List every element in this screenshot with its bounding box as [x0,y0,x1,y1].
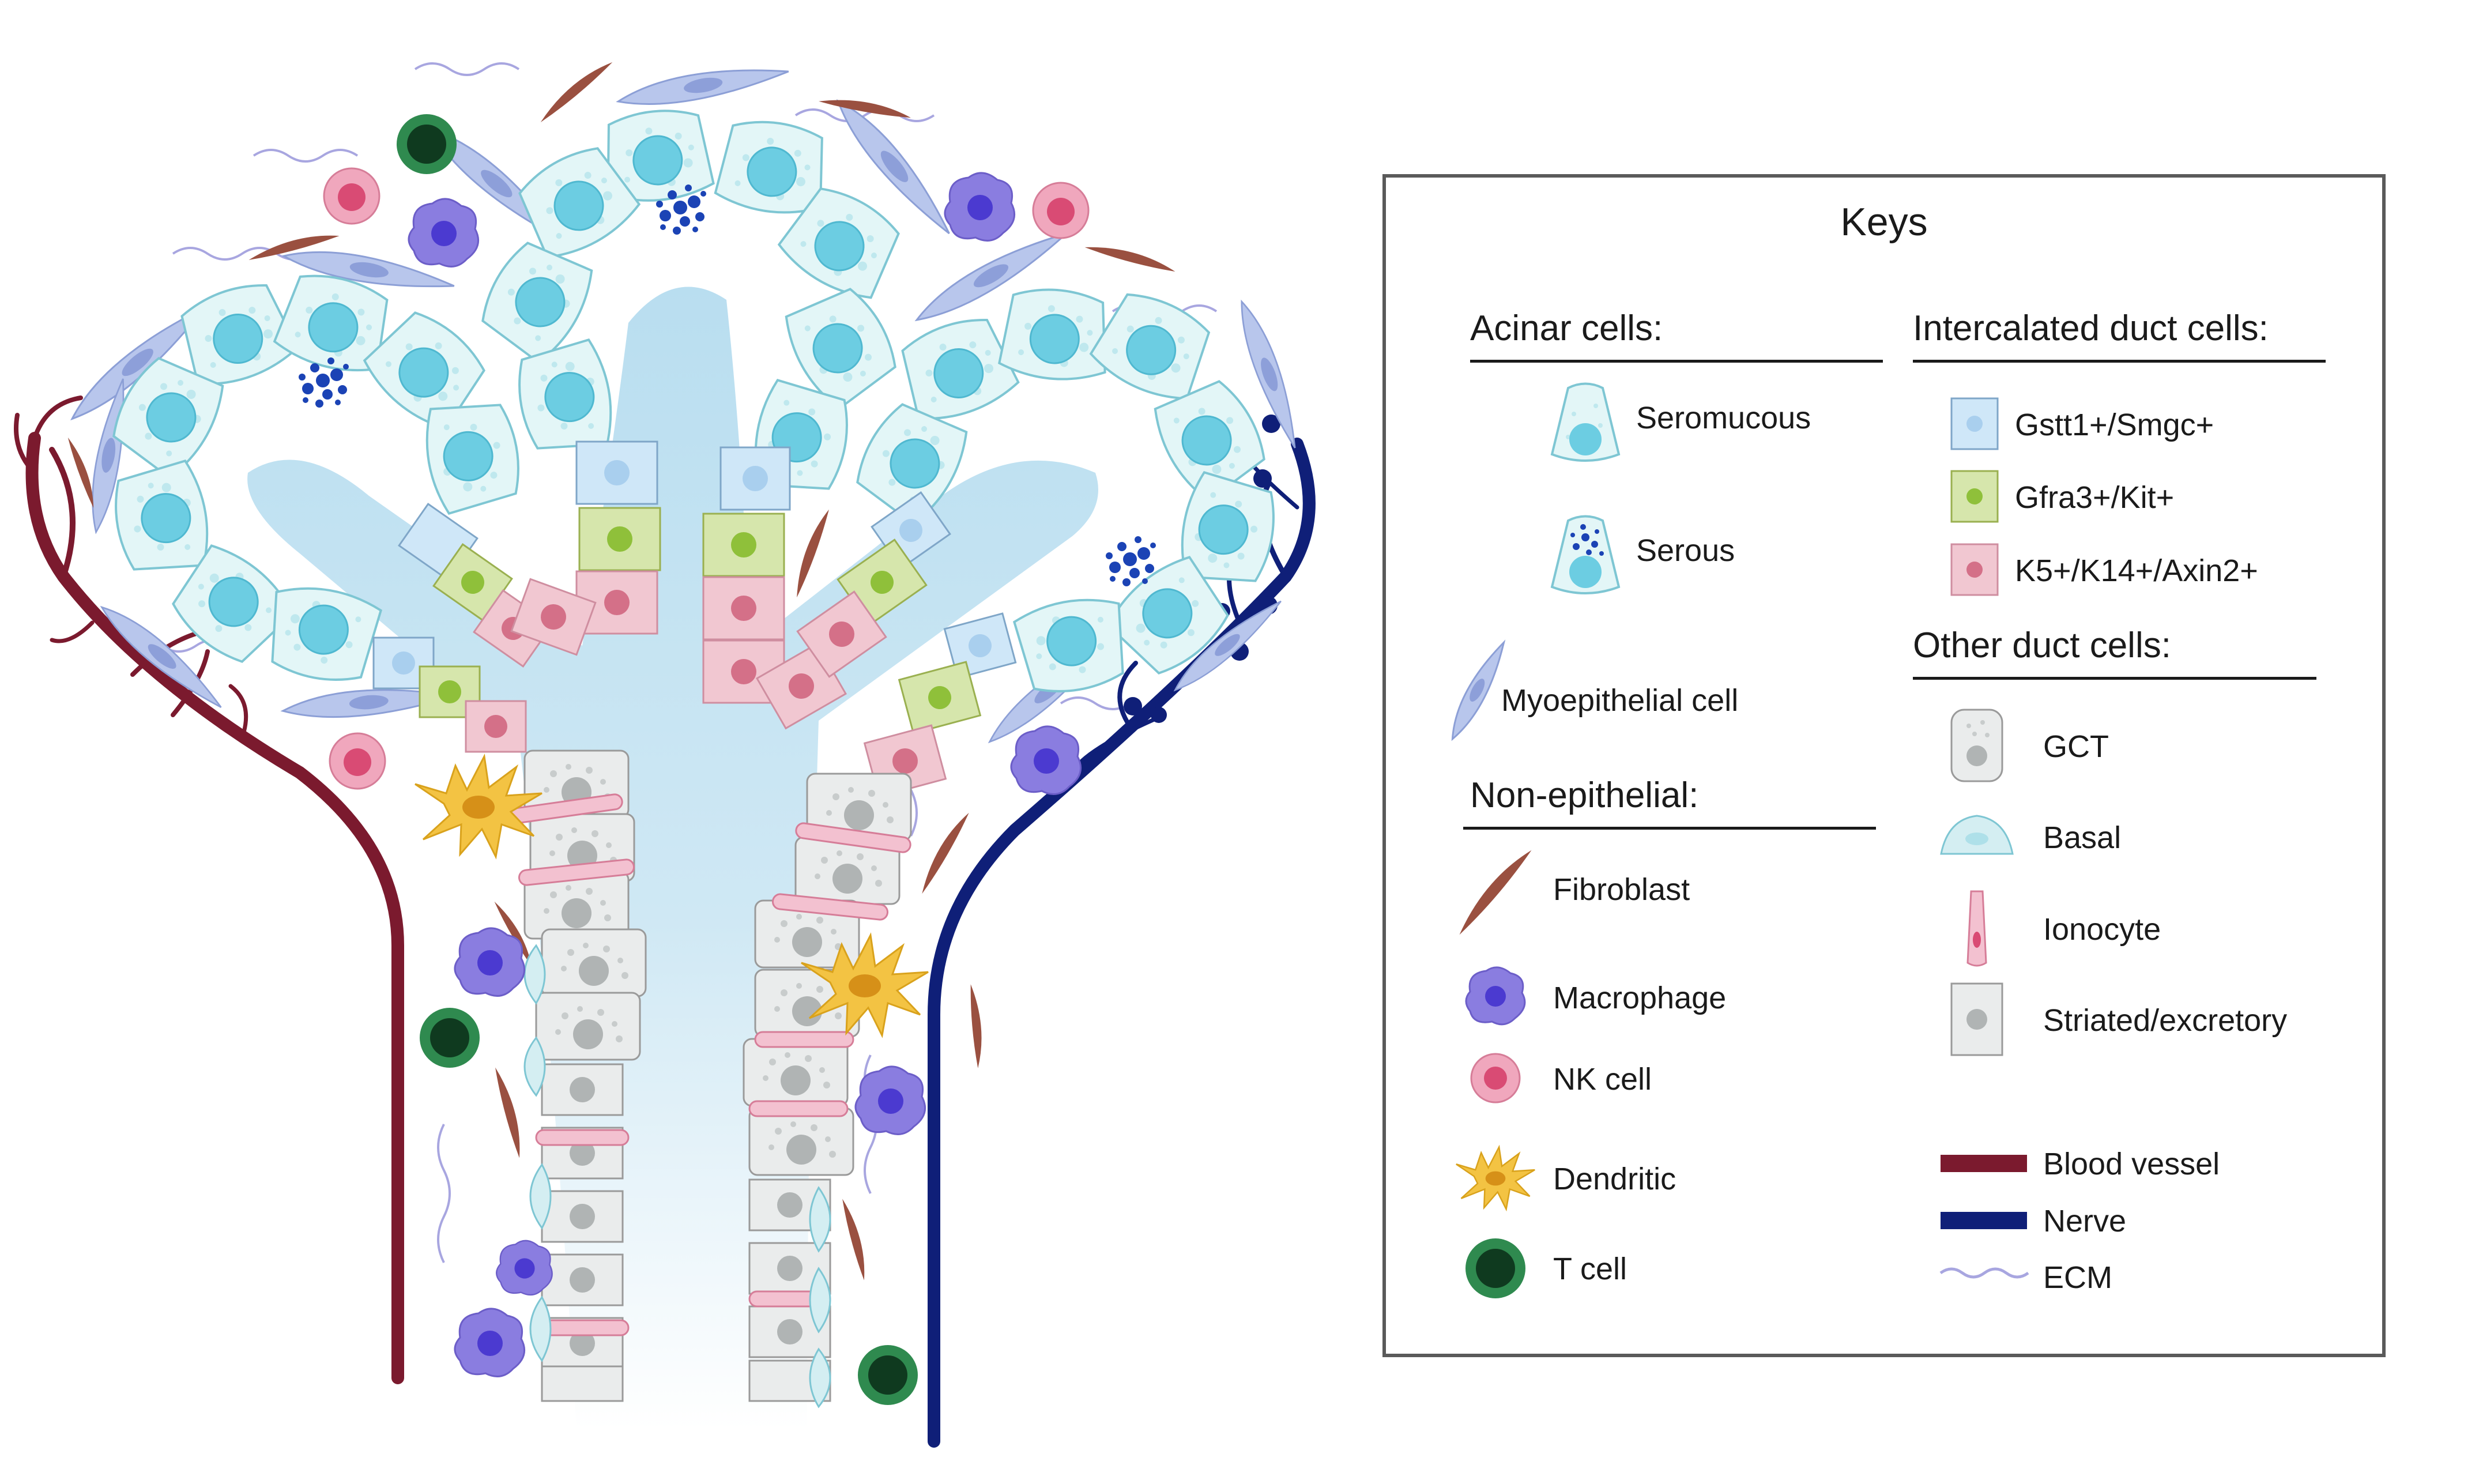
macrophage-label: Macrophage [1553,981,1727,1015]
seromucous-label: Seromucous [1636,401,1811,435]
gstt1-icon [1950,397,1999,450]
nerve [928,438,1316,1448]
acinar-heading-rule [1470,360,1883,363]
basal-label: Basal [2043,820,2122,855]
intercalated-duct-center-right [702,446,847,730]
blood-vessel-icon [1941,1155,2027,1172]
other-duct-heading-rule [1913,677,2316,680]
dendritic-icon [1456,1144,1535,1212]
intercalated-heading-rule [1913,360,2326,363]
gfra3-icon [1950,470,1999,523]
blood-vessel-label: Blood vessel [2043,1147,2220,1181]
intercalated-duct-right [796,491,1017,798]
gct-label: GCT [2043,729,2109,764]
gstt1-label: Gstt1+/Smgc+ [2015,408,2214,442]
serous-label: Serous [1636,533,1735,568]
nerve-icon [1941,1212,2027,1229]
serous-icon [1550,515,1621,594]
nk-cell-icon [1470,1053,1521,1103]
striated-label: Striated/excretory [2043,1003,2288,1038]
duct-wall-left [507,749,647,1402]
seromucous-icon [1550,382,1621,462]
legend-panel: Keys Acinar cells: Seromucous Serous Myo… [1382,174,2386,1357]
intercalated-heading: Intercalated duct cells: [1913,308,2269,348]
ionocyte-icon [1966,890,1987,967]
gct-icon [1950,709,2003,782]
dendritic-label: Dendritic [1553,1162,1676,1196]
myoepithelial-label: Myoepithelial cell [1501,683,1739,718]
blood-vessel [14,396,404,1384]
fibroblast-label: Fibroblast [1553,872,1690,907]
striated-icon [1950,982,2003,1056]
nk-cell-label: NK cell [1553,1062,1652,1097]
myoepithelial-icon [1451,639,1506,741]
k5-label: K5+/K14+/Axin2+ [2015,553,2258,588]
duct-wall-right [743,773,912,1408]
legend-title: Keys [1840,200,1928,244]
gfra3-label: Gfra3+/Kit+ [2015,480,2175,515]
macrophage-icon [1465,966,1526,1026]
basal-icon [1940,815,2014,855]
legend-symbols [1451,382,2029,1298]
fibroblast-icon [1459,850,1532,935]
intercalated-duct-center-left [510,440,661,656]
ionocyte-label: Ionocyte [2043,912,2161,947]
other-duct-heading: Other duct cells: [1913,626,2171,665]
ecm-label: ECM [2043,1260,2112,1295]
salivary-gland-illustration [14,57,1316,1448]
acinar-heading: Acinar cells: [1470,308,1663,348]
ecm-icon [1939,1267,2029,1279]
non-epithelial-heading: Non-epithelial: [1470,775,1699,815]
non-epithelial-heading-rule [1463,827,1876,830]
t-cell-icon [1465,1238,1525,1298]
nerve-label: Nerve [2043,1204,2127,1238]
t-cell-label: T cell [1553,1252,1627,1286]
k5-icon [1950,543,1999,596]
